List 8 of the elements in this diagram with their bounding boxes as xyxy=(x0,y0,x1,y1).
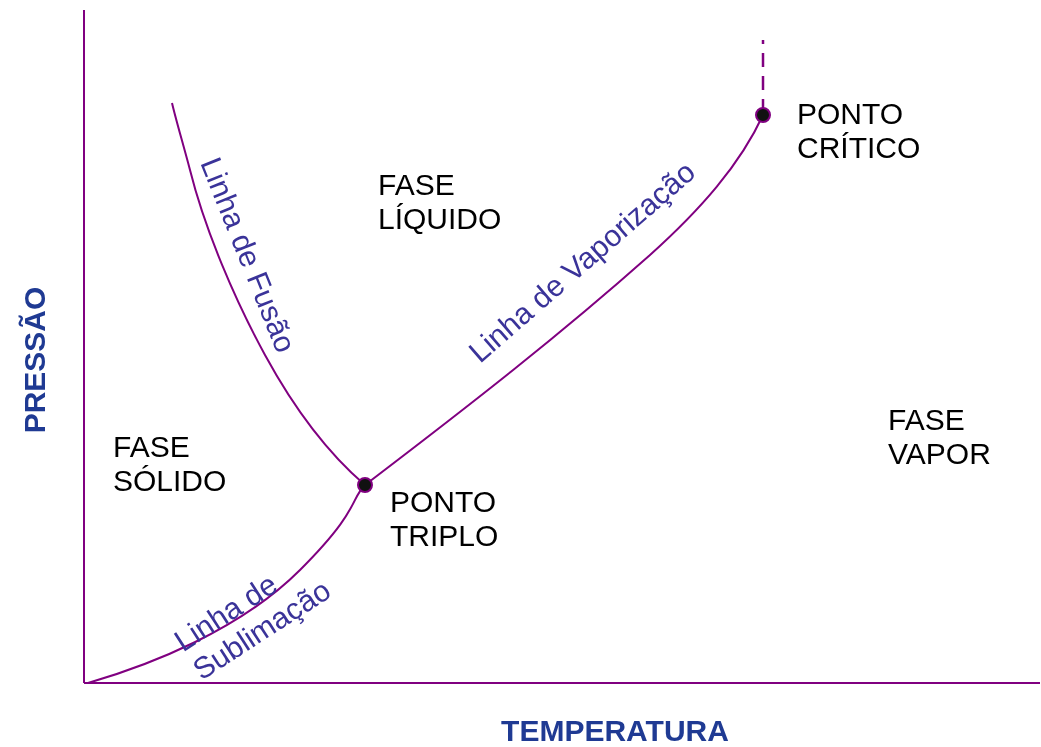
curve-label: Linha de Fusão xyxy=(193,152,303,358)
phase-label: FASE SÓLIDO xyxy=(113,430,228,498)
phase-label: FASE LÍQUIDO xyxy=(378,168,503,236)
point-label: PONTO TRIPLO xyxy=(390,485,500,553)
point-label: PONTO CRÍTICO xyxy=(797,97,922,165)
axis-title: PRESSÃO xyxy=(18,286,52,434)
phase-label: FASE VAPOR xyxy=(888,403,992,471)
axis-title: TEMPERATURA xyxy=(501,714,729,747)
